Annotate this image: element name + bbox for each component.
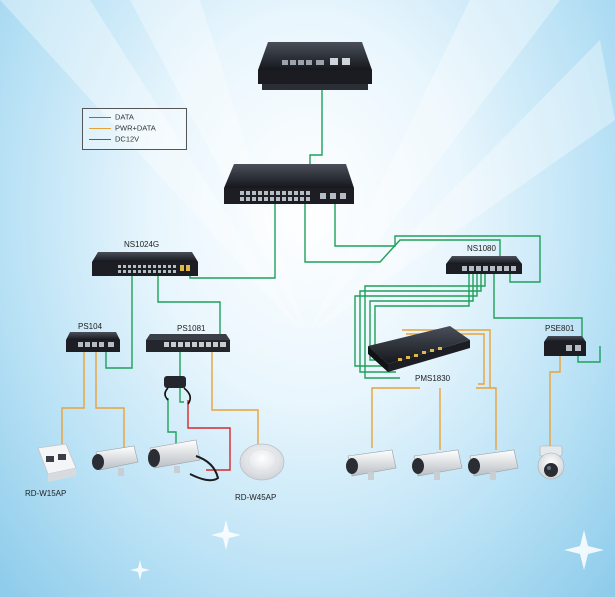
pms1830-device [368,326,470,372]
cable-ps104-camera [95,352,125,448]
core-switch-device [224,164,354,204]
bullet-camera-pms-3 [468,449,519,480]
cable-ns1024g-ps104 [105,276,133,369]
label-ns1024g: NS1024G [124,240,160,249]
ns1024g-device [92,252,198,276]
bullet-camera-pms-2 [412,449,463,480]
legend-swatch [89,138,111,140]
background-rays [0,0,615,330]
cable-splitter-dc [187,400,231,471]
ns1080-device [446,256,522,274]
label-pms1830: PMS1830 [415,374,451,383]
cable-ns1080-pse801 [493,274,583,344]
cable-ps1081-splitter [179,352,184,403]
cable-pms1830-cam3 [476,387,497,450]
cable-ns1080-pms1830-3 [354,274,478,367]
pse801-device [544,336,586,356]
label-ps104: PS104 [78,322,103,331]
cable-pse801-dome [549,356,561,450]
cable-ns1080-pms1830-2 [359,274,482,373]
rd-w45ap-device [239,443,285,481]
label-ps1081: PS1081 [177,324,206,333]
splitter-device [164,376,192,405]
cable-splitter-camera [167,398,177,446]
label-ns1080: NS1080 [467,244,496,253]
bullet-camera-ps1081 [148,439,220,482]
legend-item-data: DATA [89,112,134,122]
cable-ns1080-pms1830-1 [364,274,486,379]
cable-core-ns1080-a [304,204,501,263]
cable-ps1081-ap [211,352,259,448]
cable-router-core [309,88,323,168]
bullet-camera-pms-1 [346,449,397,480]
cable-core-ns1024g [189,204,276,279]
cable-ns1024g-ps1081 [157,276,221,338]
bullet-camera-ps104 [92,445,139,476]
legend: DATA PWR+DATA DC12V [82,108,187,150]
cable-ps104-w15ap [61,352,85,450]
legend-swatch [89,127,111,129]
legend-item-pwr-data: PWR+DATA [89,123,156,133]
router-device [258,42,372,90]
ps1081-device [146,334,230,352]
label-rd-w45ap: RD-W45AP [235,493,277,502]
cable-pms1830-cam1 [371,387,420,448]
ps104-device [66,332,120,352]
decorative-sparkles [130,520,604,580]
cable-core-ns1080-b [334,204,541,283]
label-rd-w15ap: RD-W15AP [25,489,67,498]
legend-swatch [89,116,111,118]
cable-pms1830-frame-1 [402,329,491,388]
rd-w15ap-device [37,443,77,482]
label-pse801: PSE801 [545,324,575,333]
legend-item-dc12v: DC12V [89,134,139,144]
ptz-dome-camera [537,445,565,480]
